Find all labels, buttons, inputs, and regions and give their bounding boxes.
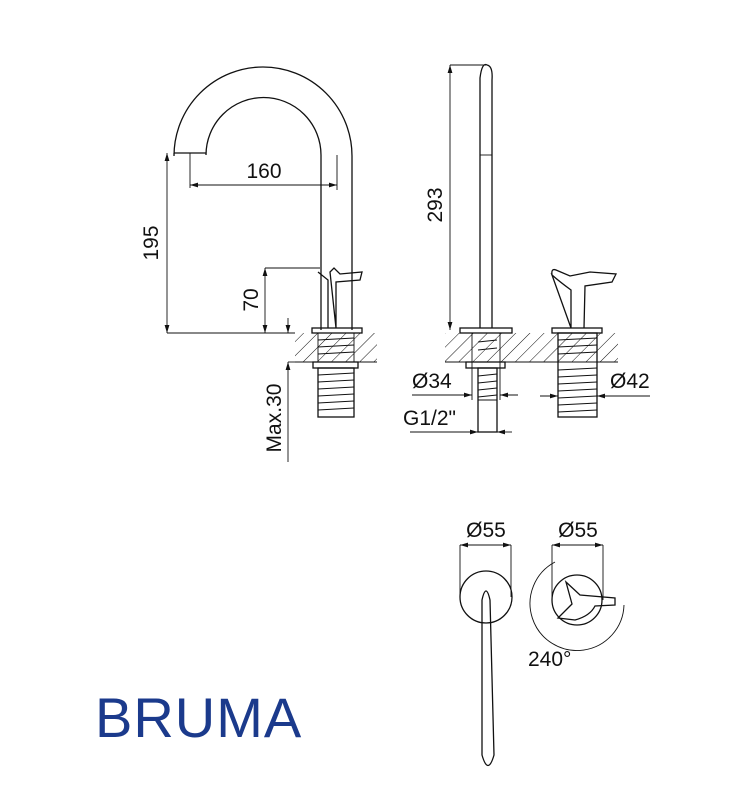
dim-spout-total-height: 293 (424, 187, 447, 222)
handle-top (556, 579, 616, 621)
thread-body (317, 367, 355, 418)
dim-handle-height: 70 (240, 288, 263, 311)
rotation-arc (529, 561, 625, 651)
spout-top (481, 590, 495, 767)
top-view-handle: Ø55 240° (528, 519, 625, 671)
spout-inner (205, 96, 322, 330)
dim-spout-reach: 160 (246, 160, 281, 183)
top-view-spout: Ø55 (459, 519, 513, 767)
handle-front (550, 268, 618, 329)
spout-front (479, 63, 493, 328)
dim-rotation: 240° (528, 648, 571, 671)
dim-spout-height: 195 (140, 225, 163, 260)
spout-outer (173, 66, 353, 330)
deck-hatch-front (445, 333, 618, 362)
dim-spout-base: Ø34 (412, 370, 452, 393)
front-view: 293 Ø34 G1/2" Ø42 (403, 63, 650, 435)
side-view-gooseneck: 160 195 70 Max.30 (140, 66, 377, 462)
dim-thread: G1/2" (403, 407, 456, 430)
dim-handle-base: Ø42 (610, 370, 650, 393)
dim-spout-rosette: Ø55 (466, 519, 506, 542)
deck-hatch (295, 333, 377, 362)
handle-side (317, 267, 363, 329)
dim-max-deck: Max.30 (263, 384, 286, 453)
dim-handle-rosette: Ø55 (558, 519, 598, 542)
brand-logo: BRUMA (95, 686, 302, 749)
